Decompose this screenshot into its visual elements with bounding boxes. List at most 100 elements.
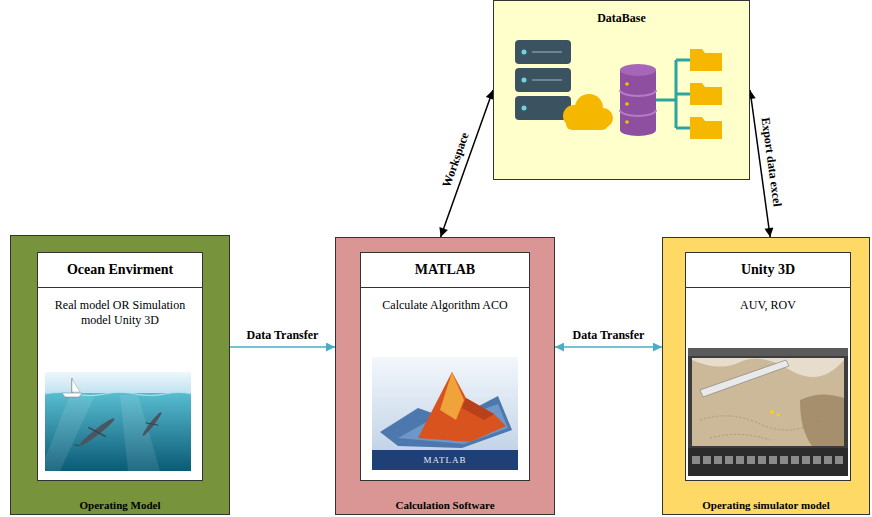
panel-title: Calculation Software bbox=[336, 497, 554, 514]
unity-screenshot-part bbox=[688, 348, 848, 356]
unity-screenshot-part bbox=[710, 434, 770, 440]
panel-title: DataBase bbox=[494, 1, 749, 28]
ocean-illustration-part bbox=[72, 379, 80, 392]
database-folders-icon-part bbox=[690, 83, 722, 105]
server-cloud-icon-part bbox=[522, 50, 527, 55]
box-body: Calculate Algorithm ACO bbox=[361, 288, 529, 323]
server-cloud-icon-part bbox=[563, 94, 613, 130]
ocean-illustration-part bbox=[72, 378, 73, 393]
server-cloud-icon-part bbox=[515, 68, 571, 92]
unity-screenshot-part bbox=[780, 456, 788, 464]
unity-screenshot-part bbox=[692, 456, 843, 464]
connector-label: Data Transfer bbox=[245, 329, 321, 342]
connector-label: Workspace bbox=[440, 129, 473, 191]
unity-screenshot-part bbox=[714, 456, 722, 464]
matlab-logo-part bbox=[440, 372, 464, 420]
unity-screenshot-part bbox=[800, 394, 844, 446]
operating-model-panel: Operating Model Ocean EnvirmentReal model… bbox=[10, 235, 230, 515]
database-folders-icon-part bbox=[690, 49, 722, 71]
environment-box: Ocean EnvirmentReal model OR Simulation … bbox=[37, 252, 203, 481]
server-cloud-icon-part bbox=[575, 94, 603, 122]
panel-title: Operating Model bbox=[11, 497, 229, 514]
unity-screenshot-part bbox=[769, 456, 777, 464]
unity-screenshot-part bbox=[688, 448, 848, 476]
server-cloud-icon bbox=[515, 40, 613, 130]
box-heading: MATLAB bbox=[361, 253, 529, 288]
unity-screenshot-part bbox=[802, 456, 810, 464]
ocean-illustration-part bbox=[88, 422, 105, 441]
server-cloud-icon-part bbox=[515, 40, 571, 64]
matlab-logo-part bbox=[418, 372, 506, 442]
panel-title: Operating simulator model bbox=[663, 497, 869, 514]
ocean-illustration-part bbox=[74, 442, 80, 448]
unity-screenshot-part bbox=[835, 456, 843, 464]
ocean-illustration-part bbox=[71, 411, 120, 455]
database-folders-icon-part bbox=[620, 64, 656, 76]
unity-screenshot-part bbox=[692, 358, 844, 377]
database-folders-icon-part bbox=[625, 82, 629, 86]
database-folders-icon-part bbox=[690, 117, 722, 139]
connector-label: Data Transfer bbox=[571, 329, 647, 342]
unity-screenshot-part bbox=[725, 456, 733, 464]
box-heading: Unity 3D bbox=[686, 253, 850, 288]
matlab-logo-part bbox=[462, 398, 494, 420]
matlab-logo-part bbox=[372, 357, 518, 470]
database-folders-icon-part bbox=[620, 110, 656, 116]
logo-wordmark: MATLAB bbox=[423, 455, 466, 465]
matlab-logo-part bbox=[372, 450, 518, 470]
server-cloud-icon-part bbox=[532, 51, 562, 53]
software-box: MATLABCalculate Algorithm ACO bbox=[360, 252, 530, 481]
ocean-illustration-part bbox=[45, 393, 191, 396]
server-cloud-icon-part bbox=[522, 106, 527, 111]
server-cloud-icon-part bbox=[566, 116, 608, 130]
unity-screenshot-part bbox=[770, 410, 774, 414]
database-folders-icon-part bbox=[620, 90, 656, 96]
ocean-illustration-part bbox=[45, 393, 191, 471]
database-folders-icon-part bbox=[625, 120, 629, 124]
ocean-illustration-part bbox=[138, 408, 166, 439]
connector-arrow bbox=[230, 346, 335, 348]
server-cloud-icon-part bbox=[522, 78, 527, 83]
connector-arrow bbox=[555, 346, 662, 348]
simulator-panel: Operating simulator model Unity 3DAUV, RO… bbox=[662, 237, 870, 515]
server-cloud-icon-part bbox=[593, 108, 613, 128]
ocean-illustration-part bbox=[78, 416, 116, 448]
unity-screenshot-part bbox=[758, 456, 766, 464]
simulator-box: Unity 3DAUV, ROV bbox=[685, 252, 851, 481]
server-cloud-icon-part bbox=[515, 96, 571, 120]
unity-screenshot-part bbox=[747, 456, 755, 464]
box-body: Real model OR Simulation model Unity 3D bbox=[38, 288, 202, 338]
ocean-illustration-part bbox=[120, 395, 160, 471]
database-folders-icon-part bbox=[620, 70, 656, 130]
ocean-illustration-part bbox=[141, 411, 163, 437]
unity-screenshot-part bbox=[824, 456, 832, 464]
matlab-logo bbox=[372, 357, 518, 470]
server-cloud-icon-part bbox=[532, 79, 562, 81]
database-folders-icon-part bbox=[625, 102, 629, 106]
unity-screenshot-part bbox=[692, 358, 844, 446]
unity-screenshot-part bbox=[813, 456, 821, 464]
box-heading: Ocean Envirment bbox=[38, 253, 202, 288]
unity-screenshot-part bbox=[791, 456, 799, 464]
ocean-illustration-part bbox=[45, 372, 191, 394]
unity-screenshot-part bbox=[700, 360, 789, 397]
calculation-panel: Calculation SoftwareMATLABCalculate Algo… bbox=[335, 237, 555, 515]
unity-screenshot-part bbox=[703, 456, 711, 464]
connector-label: Export data excel bbox=[758, 115, 784, 210]
ocean-illustration-part bbox=[40, 395, 95, 471]
connector-arrow bbox=[441, 90, 493, 237]
unity-screenshot bbox=[688, 348, 848, 476]
unity-screenshot-part bbox=[688, 348, 848, 476]
server-cloud-icon-part bbox=[563, 105, 585, 127]
ocean-illustration-part bbox=[145, 418, 158, 430]
unity-screenshot-part bbox=[777, 414, 780, 417]
database-panel: DataBase bbox=[493, 0, 750, 180]
matlab-logo-part bbox=[380, 396, 512, 448]
unity-screenshot-part bbox=[700, 416, 820, 430]
database-folders-icon-part bbox=[620, 124, 656, 136]
ocean-illustration-part bbox=[62, 393, 82, 397]
database-folders-icon-part bbox=[656, 60, 690, 128]
